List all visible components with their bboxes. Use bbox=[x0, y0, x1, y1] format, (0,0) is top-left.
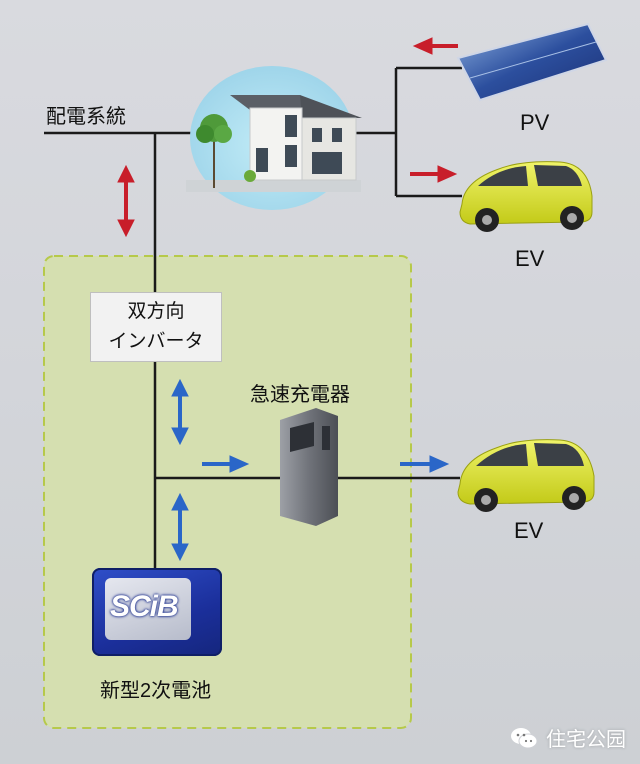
label-battery: 新型2次電池 bbox=[100, 680, 212, 702]
label-pv: PV bbox=[520, 110, 550, 135]
label-charger: 急速充電器 bbox=[250, 384, 350, 406]
solar-panel-icon bbox=[456, 22, 608, 102]
label-ev-bottom: EV bbox=[514, 518, 544, 543]
blue-arrows bbox=[171, 378, 450, 562]
watermark: 住宅公园 bbox=[510, 723, 626, 752]
inverter-box: 双方向 インバータ bbox=[90, 292, 222, 362]
ev-car-icon-bottom bbox=[457, 439, 595, 512]
watermark-text: 住宅公园 bbox=[546, 729, 626, 751]
ev-car-icon-top bbox=[459, 161, 593, 232]
label-ev-top: EV bbox=[515, 246, 545, 271]
label-grid: 配電系統 bbox=[46, 106, 126, 128]
charger-icon bbox=[280, 408, 338, 526]
battery-icon: SCiB bbox=[92, 568, 222, 656]
battery-logo: SCiB bbox=[110, 590, 179, 623]
battery-card bbox=[105, 578, 191, 640]
connection-lines bbox=[44, 66, 462, 568]
label-inverter-line1: 双方向 bbox=[127, 301, 185, 322]
wechat-icon bbox=[511, 727, 538, 748]
house-icon bbox=[186, 66, 362, 210]
red-arrows bbox=[117, 37, 458, 238]
label-inverter-line2: インバータ bbox=[108, 331, 204, 352]
